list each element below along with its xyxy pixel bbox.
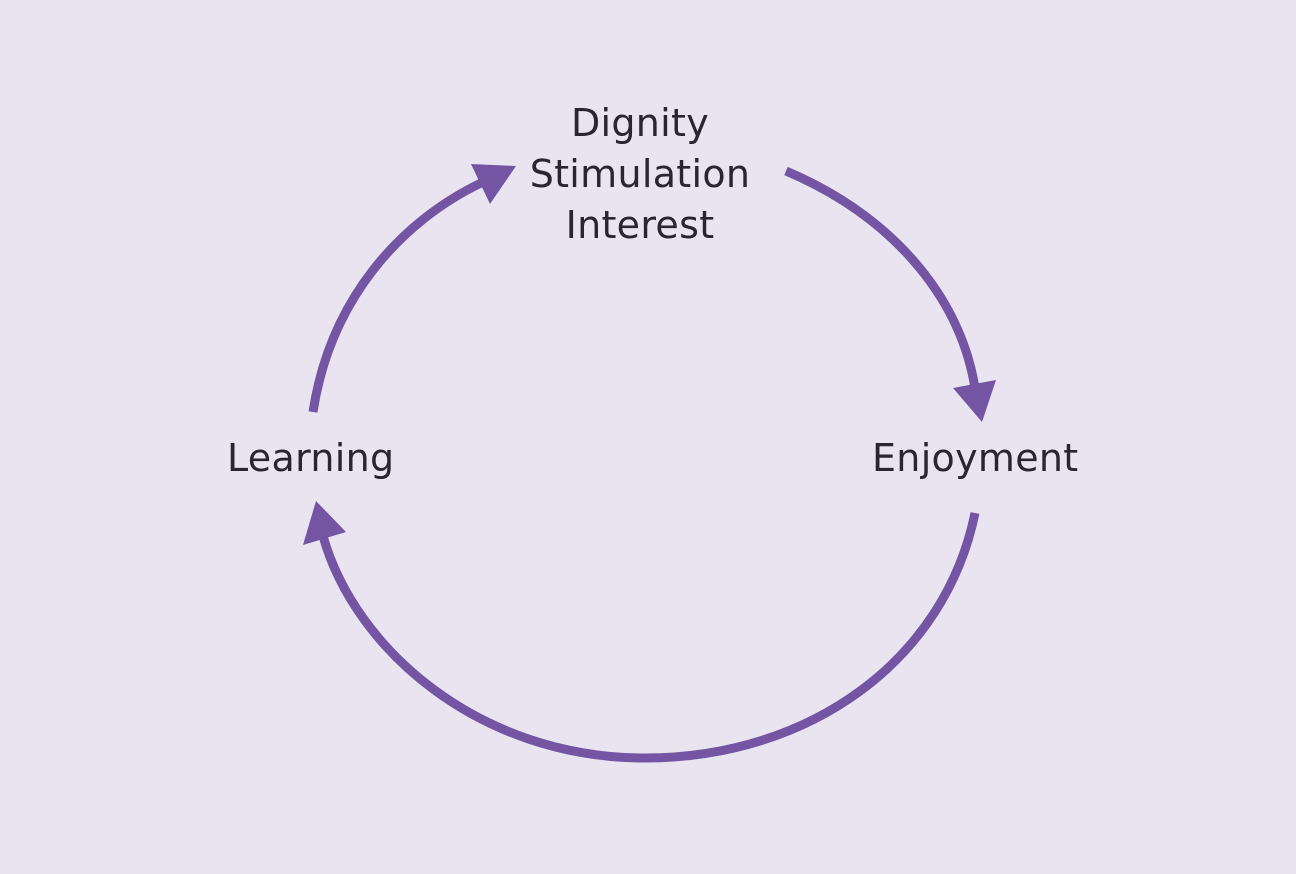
arrowhead-left bbox=[303, 501, 346, 545]
node-label-learning: Learning bbox=[227, 436, 395, 480]
arrowhead-right bbox=[953, 380, 996, 422]
arrowhead-top bbox=[471, 164, 516, 204]
node-label-interest: Interest bbox=[565, 203, 715, 247]
node-label-top: Dignity Stimulation Interest bbox=[420, 103, 860, 256]
arrow-right-to-left bbox=[318, 512, 980, 763]
node-label-stimulation: Stimulation bbox=[529, 152, 751, 196]
arrow-top-to-right bbox=[784, 166, 980, 389]
node-label-dignity: Dignity bbox=[570, 101, 710, 145]
arrow-left-to-top bbox=[308, 178, 483, 413]
node-label-enjoyment: Enjoyment bbox=[872, 436, 1079, 480]
